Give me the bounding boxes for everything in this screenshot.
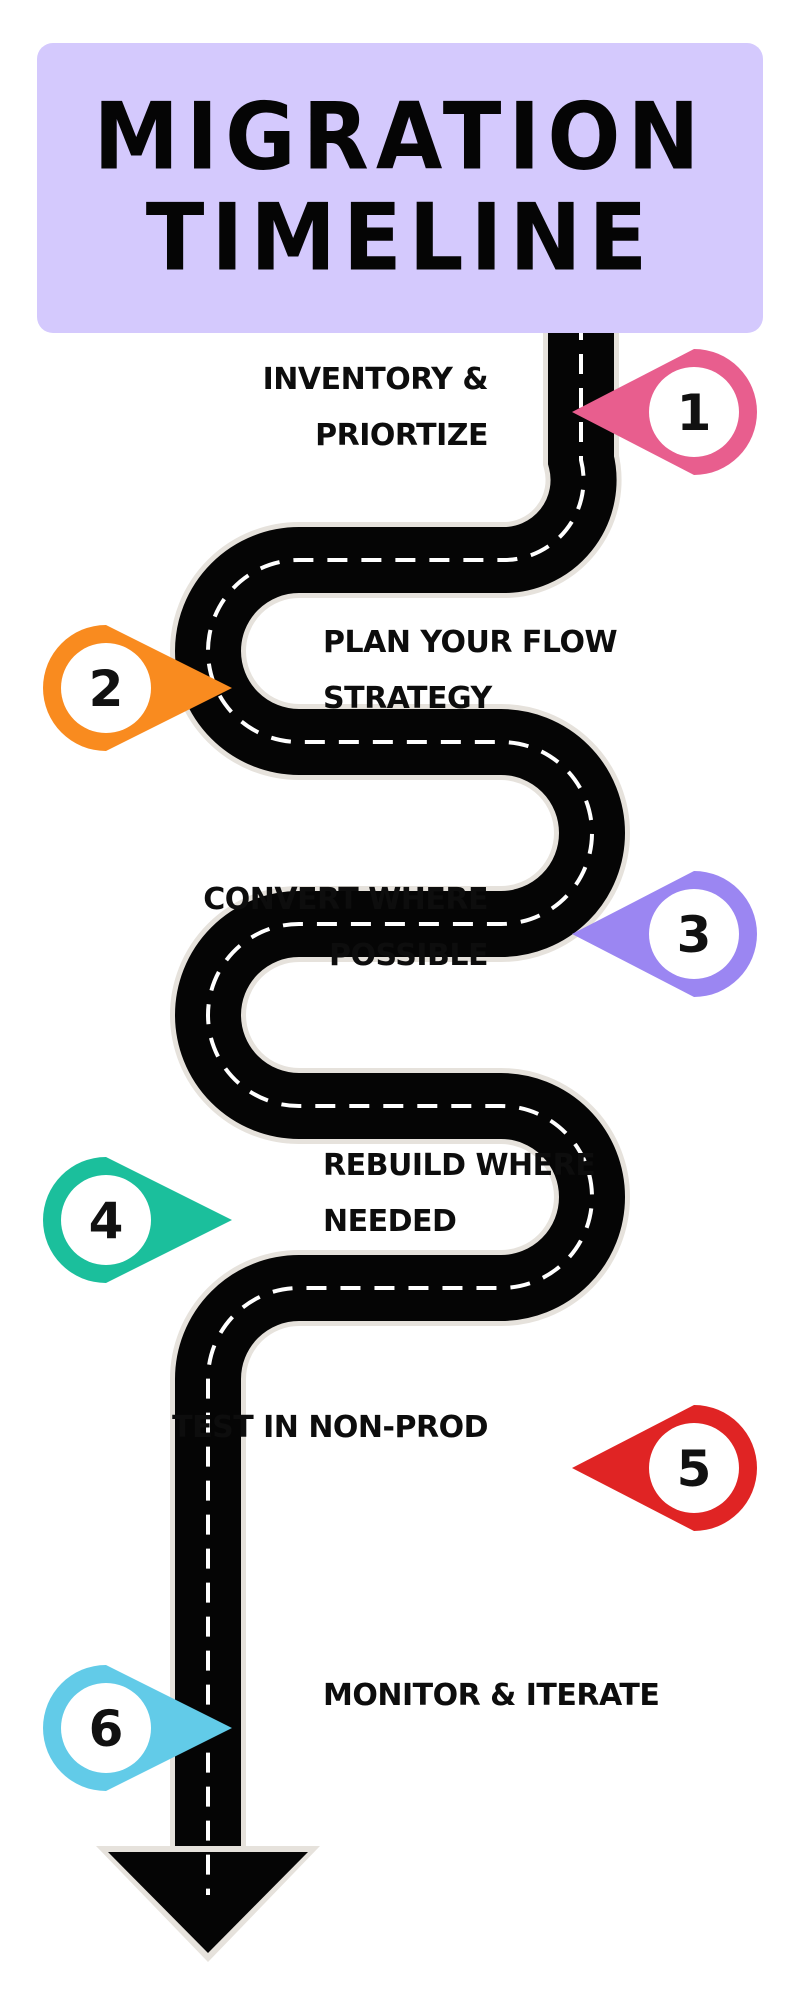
step-5-number: 5 (677, 1440, 712, 1498)
step-5-label-line-1: TEST IN NON-PROD (172, 1410, 488, 1445)
step-5-label: TEST IN NON-PROD (172, 1400, 488, 1456)
step-3-label-line-1: CONVERT WHERE (203, 882, 488, 917)
step-2-marker: 2 (43, 625, 232, 751)
step-4-label: REBUILD WHERE NEEDED (323, 1138, 596, 1250)
title-line-2: TIMELINE (145, 183, 655, 292)
step-5-marker: 5 (572, 1405, 757, 1531)
step-6-label-line-1: MONITOR & ITERATE (323, 1678, 660, 1713)
step-3-label-line-2: POSSIBLE (329, 938, 488, 973)
step-4-pin-inner (61, 1175, 151, 1265)
step-6-label: MONITOR & ITERATE (323, 1668, 660, 1724)
step-2-pin-inner (61, 643, 151, 733)
step-1-label-line-2: PRIORTIZE (315, 418, 488, 453)
step-2-label-line-2: STRATEGY (323, 681, 492, 716)
step-6-marker: 6 (43, 1665, 232, 1791)
title-line-1: MIGRATION (93, 82, 707, 191)
step-4-label-line-2: NEEDED (323, 1204, 457, 1239)
step-4-number: 4 (89, 1192, 124, 1250)
step-1-label: INVENTORY & PRIORTIZE (262, 352, 489, 464)
step-5-pin-inner (649, 1423, 739, 1513)
step-1-label-line-1: INVENTORY & (262, 362, 489, 397)
step-3-number: 3 (677, 906, 712, 964)
step-2-label: PLAN YOUR FLOW STRATEGY (323, 615, 618, 727)
road-center-dashes (206, 320, 594, 1895)
step-1-pin-inner (649, 367, 739, 457)
step-4-label-line-1: REBUILD WHERE (323, 1148, 596, 1183)
step-6-pin-inner (61, 1683, 151, 1773)
step-4-marker: 4 (43, 1157, 232, 1283)
step-3-pin-inner (649, 889, 739, 979)
step-3-label: CONVERT WHERE POSSIBLE (203, 872, 488, 984)
step-1-marker: 1 (572, 349, 757, 475)
road-arrowhead (108, 1852, 308, 1953)
step-6-number: 6 (89, 1700, 124, 1758)
title-banner: MIGRATION TIMELINE (37, 43, 763, 333)
step-2-label-line-1: PLAN YOUR FLOW (323, 625, 618, 660)
step-2-number: 2 (89, 660, 124, 718)
step-3-marker: 3 (572, 871, 757, 997)
step-1-number: 1 (677, 384, 712, 442)
